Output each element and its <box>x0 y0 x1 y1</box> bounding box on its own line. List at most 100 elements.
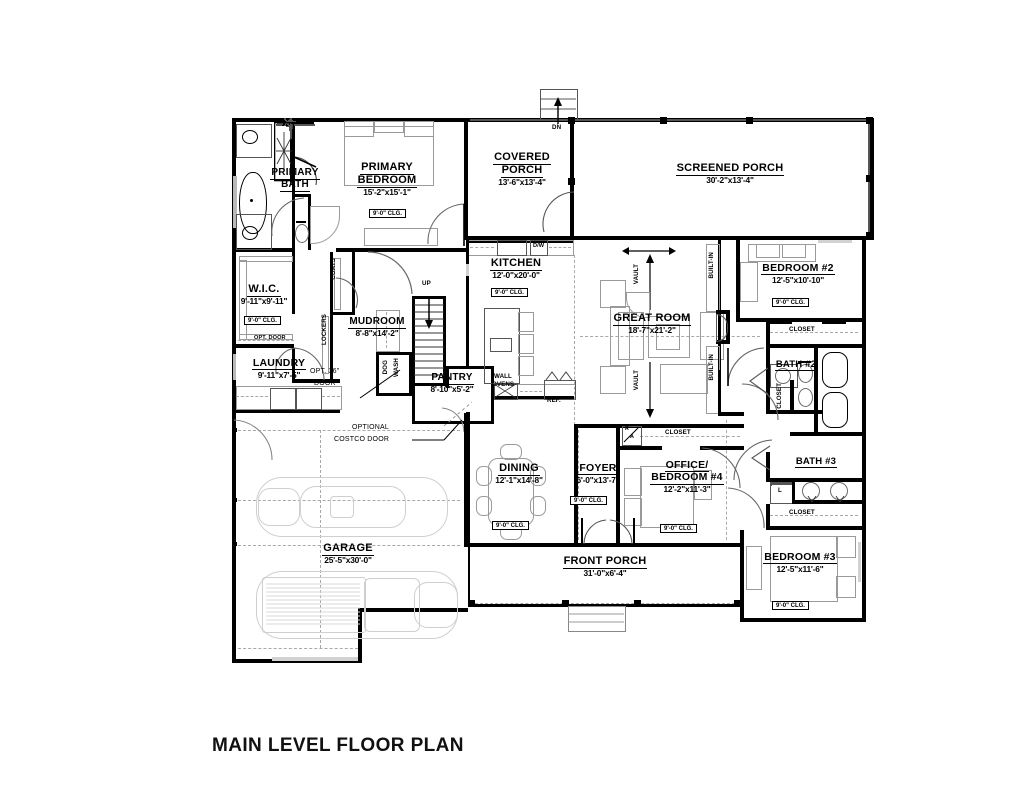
bedroom3-window <box>858 542 861 582</box>
porch-post-4 <box>734 600 741 607</box>
closet-br3-door-l <box>770 526 794 530</box>
laundry-window <box>233 354 236 380</box>
wall-mudroom-left-lower <box>330 346 333 382</box>
exterior-wall-garage-bottom <box>232 659 362 663</box>
office-nightstand <box>694 470 712 500</box>
costco-door-dash <box>443 401 473 427</box>
island-stool-2 <box>518 334 534 354</box>
gr-sofa-left <box>610 306 630 366</box>
greatroom-dash-v <box>726 420 727 540</box>
door-pantry <box>441 407 465 433</box>
label-dining: DINING <box>498 462 540 476</box>
clg-bedroom3: 9'-0" CLG. <box>772 601 809 610</box>
toilet-tank-bath2 <box>798 361 811 363</box>
foyer-dining-opening <box>578 430 579 540</box>
bed3-nightstand-2 <box>836 576 856 598</box>
wall-dining-left <box>466 412 470 546</box>
wall-bath3-left <box>766 452 770 482</box>
fireplace-top <box>716 310 730 314</box>
room-label-primary-bedroom: PRIMARY BEDROOM 15'-2"x15'-1" <box>340 161 434 198</box>
kitchen-island <box>484 308 520 384</box>
wall-stairs-left <box>412 296 415 386</box>
cooktop <box>490 338 512 352</box>
mudroom-bench-line <box>386 312 387 348</box>
door-closet-vert <box>751 445 771 471</box>
dim-kitchen: 12'-0"x20'-0" <box>492 270 540 281</box>
gr-sofa-bottom <box>660 364 708 394</box>
bathtub-bath3 <box>822 392 848 428</box>
exterior-wall-right-bedrooms <box>862 236 866 622</box>
screened-post-3 <box>866 117 873 124</box>
island-stool-1 <box>518 312 534 332</box>
office-closet-rod <box>640 436 740 437</box>
wall-greatroom-office-divider <box>616 424 620 546</box>
fireplace-back <box>726 310 730 344</box>
room-label-screened-porch: SCREENED PORCH 30'-2"x13'-4" <box>640 162 820 185</box>
label-foyer: FOYER <box>578 462 618 476</box>
room-label-foyer: FOYER 6'-0"x13'-7" <box>566 462 630 485</box>
clg-foyer: 9'-0" CLG. <box>570 496 607 505</box>
dim-office: 12'-2"x11'-3" <box>663 484 711 495</box>
label-vault-bottom: VAULT <box>633 370 640 391</box>
car-sedan-cabin <box>300 486 406 528</box>
wic-shelf-bottom <box>239 334 293 340</box>
label-wall-ovens-2: OVENS <box>492 381 515 388</box>
laundry-counter-line-l <box>236 396 268 397</box>
tub-window <box>233 176 237 228</box>
covered-post-1 <box>568 117 575 124</box>
dim-covered-porch: 13'-6"x13'-4" <box>498 177 546 188</box>
dim-pantry: 8'-10"x5'-2" <box>430 384 474 395</box>
label-office-line2: BEDROOM #4 <box>650 471 724 485</box>
return-air-slash <box>623 427 639 443</box>
label-costco-1: OPTIONAL <box>352 424 389 431</box>
truck-cab <box>364 578 420 632</box>
wall-pantry-top <box>446 366 494 369</box>
gr-coffee-table <box>656 324 680 350</box>
tub-drain <box>250 199 253 202</box>
door-primary-bath-wic <box>271 197 305 237</box>
label-opt36-door-2: DOOR <box>314 380 336 387</box>
room-label-bedroom3: BEDROOM #3 12'-5"x11'-6" <box>744 551 856 574</box>
door-bath3 <box>733 439 773 481</box>
greatroom-width-arrow <box>622 247 676 255</box>
laundry-counter-line-r <box>322 396 340 397</box>
island-stool-3 <box>518 356 534 376</box>
porch-post-1 <box>468 600 475 607</box>
stairs-down-box <box>540 89 578 121</box>
vault-arrow-top <box>646 254 654 310</box>
clg-bedroom2: 9'-0" CLG. <box>772 298 809 307</box>
dim-primary-bedroom: 15'-2"x15'-1" <box>363 187 411 198</box>
nightstand-right <box>404 121 434 137</box>
label-closet-office: CLOSET <box>665 429 691 436</box>
label-great-room: GREAT ROOM <box>612 312 692 326</box>
wall-coats-bottom <box>333 312 355 315</box>
toilet-bath3-upper <box>798 388 813 407</box>
wall-dining-foyer-divider <box>574 424 578 546</box>
kitchen-greatroom-divider <box>574 255 575 425</box>
wall-kitchen-top <box>466 240 574 243</box>
wall-primary-bath-right-lower <box>292 194 295 252</box>
wall-stairs-bottom <box>412 383 446 386</box>
wall-ovens-unit <box>494 384 518 400</box>
room-label-bath2: BATH #2 <box>768 359 824 372</box>
dining-chair-r1 <box>530 466 546 486</box>
dining-chair-t <box>500 444 522 460</box>
sink-bath3-left <box>802 482 820 500</box>
greatroom-center-dash-h <box>580 336 760 337</box>
room-label-office-bedroom4: OFFICE/ BEDROOM #4 12'-2"x11'-3" <box>632 459 742 495</box>
door-bedroom3 <box>727 487 765 529</box>
wall-bath3-bottom <box>766 478 862 482</box>
gr-chair-2 <box>600 366 626 394</box>
label-refrigerator: REF. <box>547 397 561 404</box>
return-air-grille <box>622 426 642 446</box>
wall-closet-br3-left <box>766 504 770 530</box>
label-primary-bedroom-line1: PRIMARY <box>360 161 414 175</box>
label-bath2: BATH #2 <box>774 359 818 372</box>
wall-bedroom2-left <box>736 240 740 320</box>
truck-bed <box>262 577 366 633</box>
wic-opt-door-line <box>238 340 294 341</box>
exterior-wall-front-porch-edge <box>468 604 742 607</box>
front-porch-rail <box>470 603 740 604</box>
room-label-kitchen: KITCHEN 12'-0"x20'-0" <box>473 257 559 281</box>
label-wall-ovens-1: WALL <box>494 373 512 380</box>
